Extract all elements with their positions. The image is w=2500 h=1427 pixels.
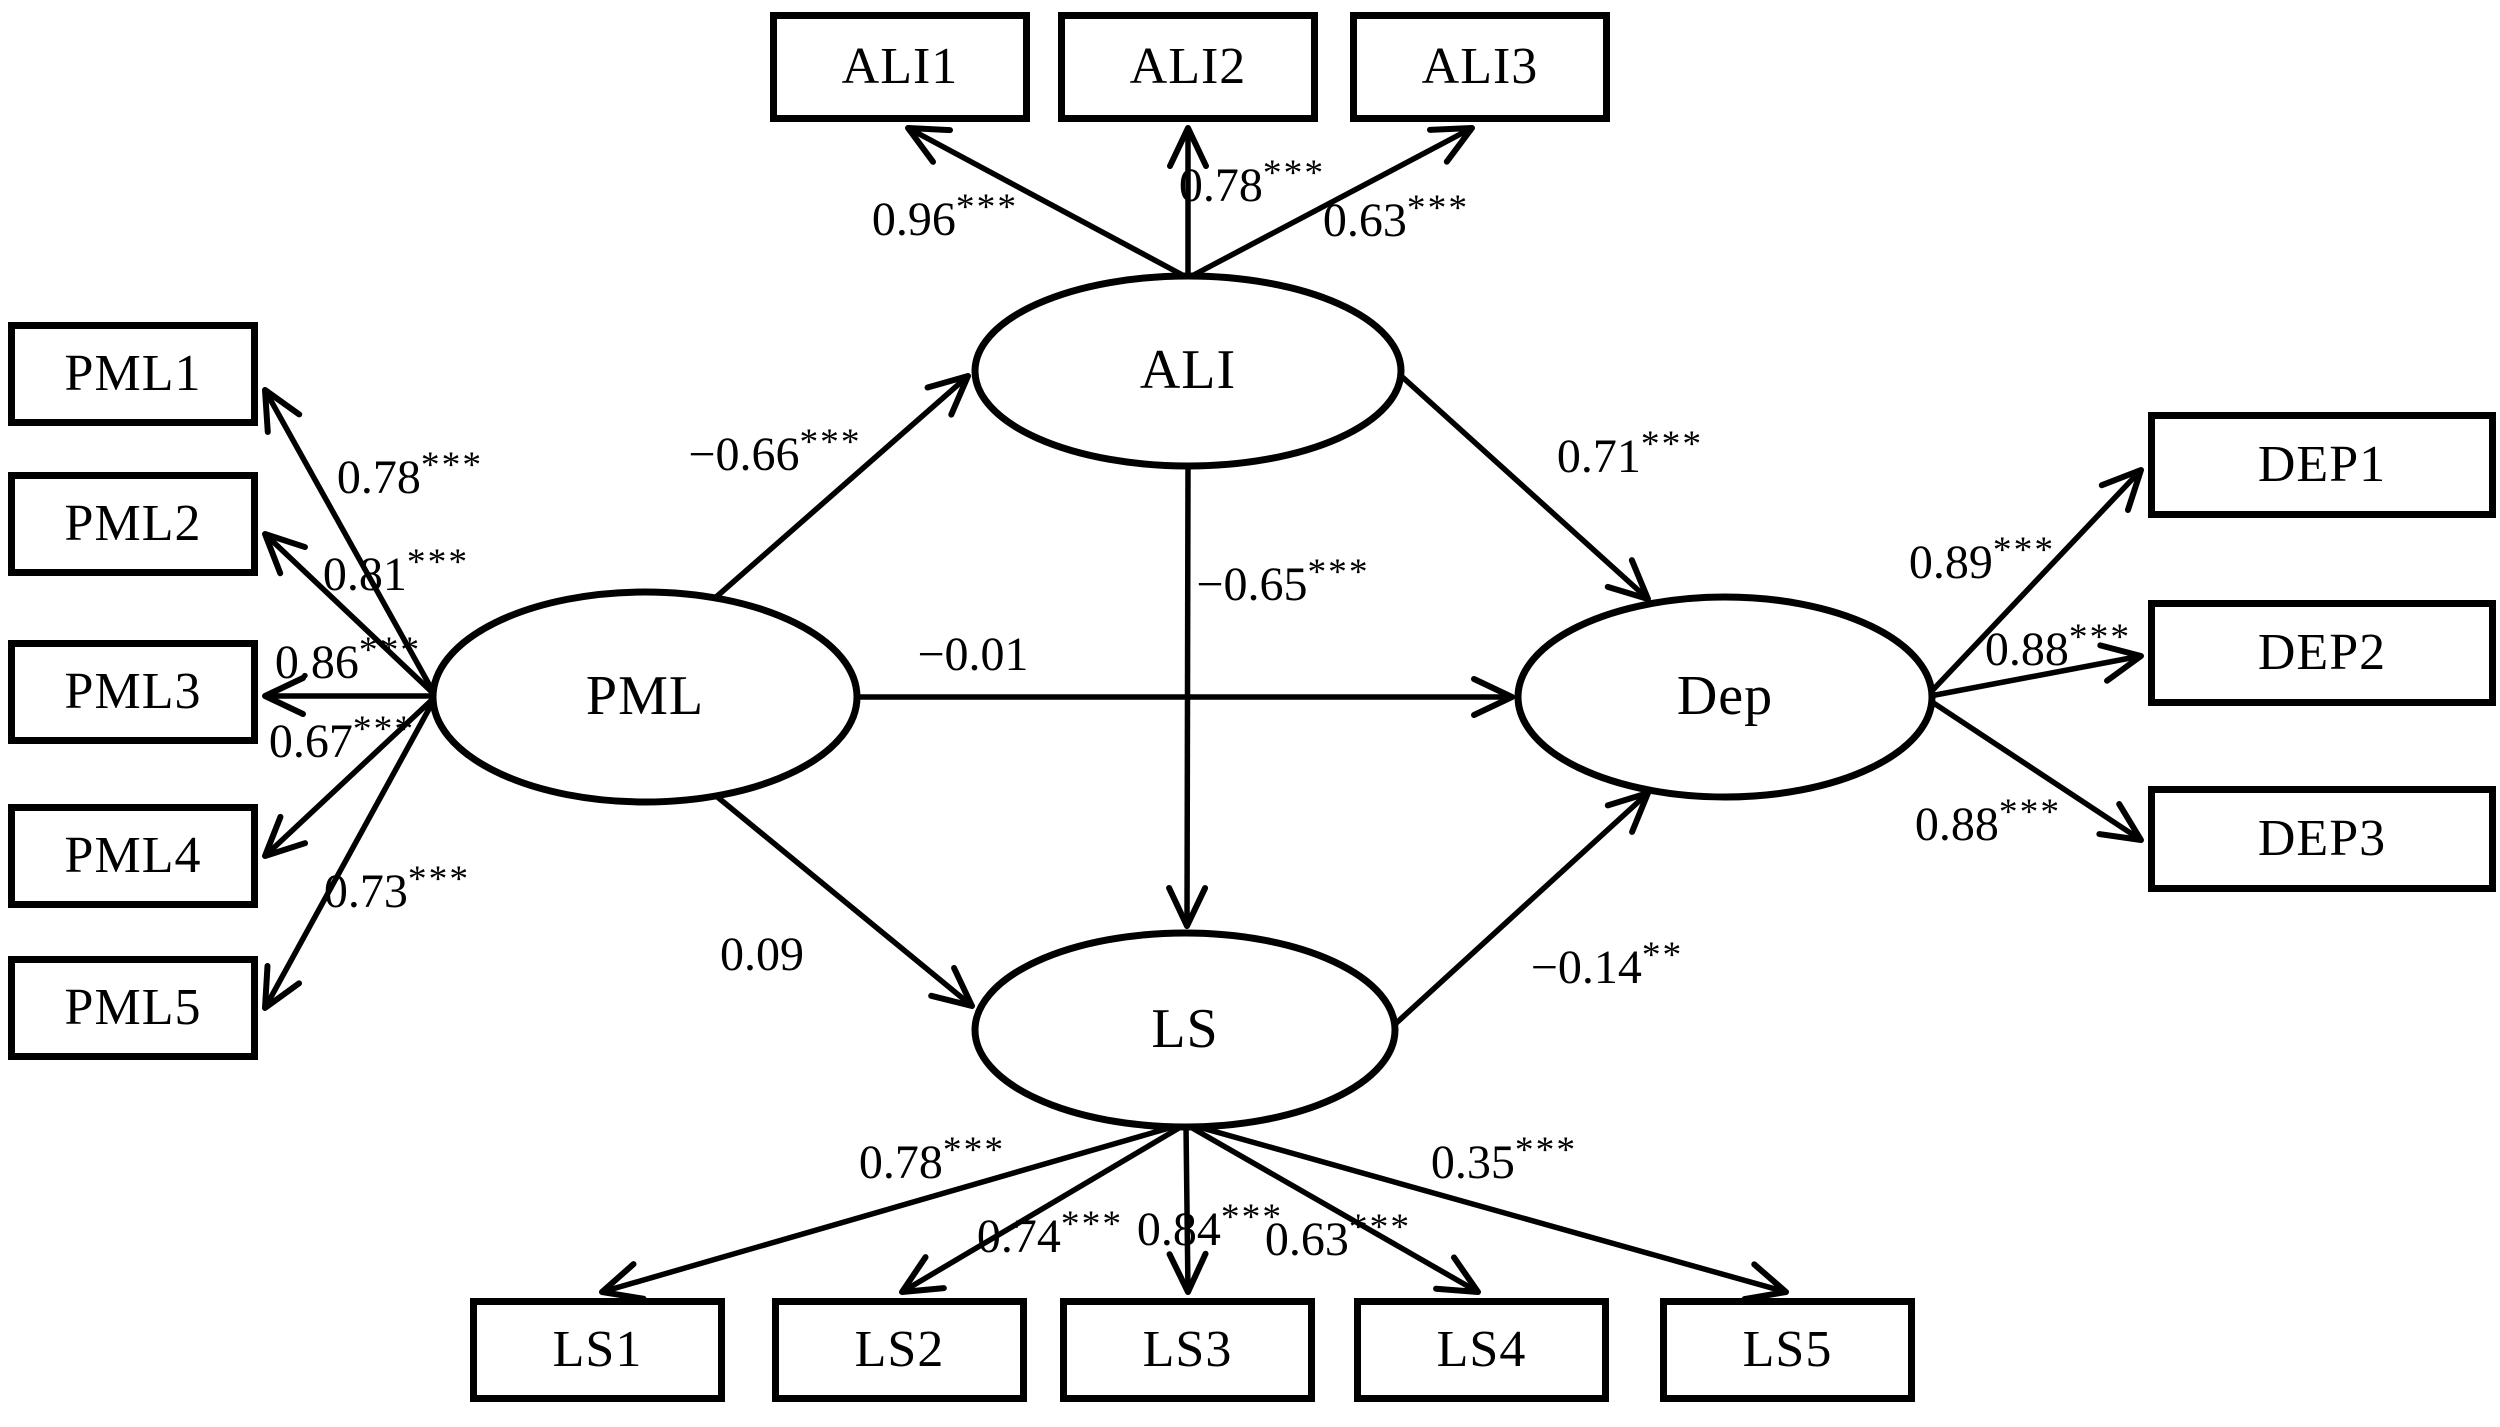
arrow-dep-to-dep2 [1929, 642, 2144, 699]
indicator-box-pml5: PML5 [8, 956, 258, 1060]
latent-ellipse-dep [1514, 593, 1936, 801]
arrow-ali-to-ali3 [1186, 124, 1475, 281]
arrow-ali-to-ali1 [905, 125, 1190, 281]
arrow-ls-to-ls3 [1166, 1125, 1209, 1295]
indicator-box-ls3: LS3 [1060, 1298, 1315, 1402]
coef-ali-to-dep: 0.71*** [1556, 424, 1704, 483]
loading-ali3: 0.63*** [1322, 188, 1470, 247]
coef-pml-to-ls: 0.09 [720, 928, 804, 981]
arrow-ali-to-ls [1166, 465, 1209, 929]
arrow-dep-to-dep3 [1927, 697, 2144, 843]
arrow-pml-to-pml4 [262, 694, 437, 859]
loading-ls1: 0.78*** [858, 1130, 1006, 1189]
loading-ls2: 0.74*** [976, 1204, 1124, 1263]
indicator-box-pml4: PML4 [8, 804, 258, 908]
indicator-box-pml3: PML3 [8, 640, 258, 744]
loading-ls3: 0.84*** [1136, 1197, 1284, 1256]
indicator-box-pml1: PML1 [8, 322, 258, 426]
latent-label-dep: Dep [1676, 664, 1774, 727]
indicator-box-ls2: LS2 [772, 1298, 1027, 1402]
latent-ellipse-ls [971, 929, 1399, 1131]
loading-ls4: 0.63*** [1264, 1207, 1412, 1266]
indicator-box-ali1: ALI1 [770, 12, 1030, 122]
indicator-box-dep1: DEP1 [2148, 412, 2496, 518]
loading-dep1: 0.89*** [1908, 530, 2056, 589]
loading-ali1: 0.96*** [871, 187, 1019, 246]
latent-ellipse-pml [429, 588, 861, 806]
coef-ali-to-ls: −0.65*** [1196, 552, 1370, 611]
arrow-pml-to-pml1 [262, 387, 438, 697]
arrow-ls-to-dep [1391, 790, 1651, 1029]
arrow-ls-to-ls2 [899, 1122, 1186, 1295]
coef-ls-to-dep: −0.14** [1530, 935, 1684, 994]
latent-ellipse-ali [971, 272, 1405, 470]
loading-pml3: 0.86*** [274, 630, 422, 689]
indicator-box-pml2: PML2 [8, 472, 258, 576]
indicator-box-ali3: ALI3 [1350, 12, 1610, 122]
indicator-box-ls5: LS5 [1660, 1298, 1915, 1402]
loading-ls5: 0.35*** [1430, 1130, 1578, 1189]
indicator-box-dep3: DEP3 [2148, 786, 2496, 892]
arrow-dep-to-dep1 [1927, 467, 2144, 696]
indicator-box-ls1: LS1 [470, 1298, 725, 1402]
arrow-pml-to-ali [713, 373, 971, 601]
latent-label-ali: ALI [1139, 338, 1237, 401]
arrow-ls-to-ls1 [599, 1121, 1184, 1302]
indicator-box-ali2: ALI2 [1058, 12, 1318, 122]
latent-label-pml: PML [585, 664, 705, 727]
loading-pml1: 0.78*** [336, 445, 484, 504]
arrow-pml-to-pml5 [262, 696, 438, 1011]
loading-ali2: 0.78*** [1178, 153, 1326, 212]
arrow-pml-to-ls [713, 792, 975, 1009]
loading-pml5: 0.73*** [323, 859, 471, 918]
arrow-ali-to-dep [1397, 371, 1651, 602]
indicator-box-ls4: LS4 [1354, 1298, 1609, 1402]
latent-label-ls: LS [1151, 997, 1219, 1060]
indicator-box-dep2: DEP2 [2148, 600, 2496, 706]
arrow-ls-to-ls4 [1185, 1122, 1481, 1295]
coef-pml-to-dep: −0.01 [917, 628, 1029, 681]
loading-pml4: 0.67*** [268, 709, 416, 768]
loading-dep3: 0.88*** [1914, 792, 2062, 851]
arrow-ls-to-ls5 [1187, 1121, 1789, 1303]
loading-pml2: 0.81*** [322, 542, 470, 601]
arrow-pml-to-pml2 [262, 531, 437, 697]
coef-pml-to-ali: −0.66*** [688, 422, 862, 481]
loading-dep2: 0.88*** [1984, 617, 2132, 676]
